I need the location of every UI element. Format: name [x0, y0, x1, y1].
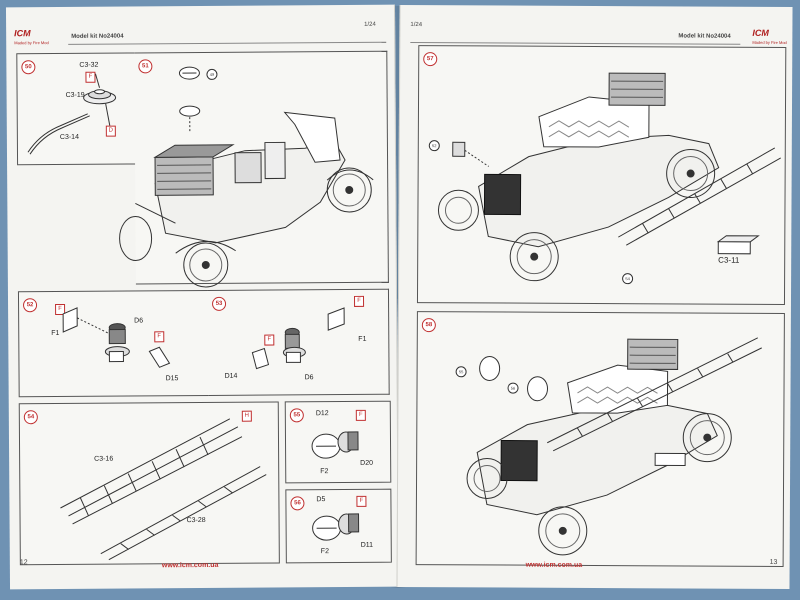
- step-52-drawing: [19, 291, 210, 396]
- brand-tagline: Maded by Fire Mod: [14, 40, 49, 46]
- step-58-panel: 58 55 56: [415, 311, 785, 567]
- footer-url: www.icm.com.ua: [161, 561, 219, 570]
- header-rule: [68, 41, 387, 45]
- footer-url: www.icm.com.ua: [525, 561, 583, 569]
- ladder-drawing: [20, 402, 279, 564]
- step-56-panel: 56 D5 F F2 D11: [285, 488, 392, 564]
- step-51-panel: 51 49: [134, 50, 389, 285]
- step-53-drawing: [208, 290, 389, 395]
- step-57-panel: 57 52 54 C3-11: [416, 45, 787, 305]
- car-final-drawing: [417, 312, 784, 566]
- page-number: 13: [769, 558, 778, 566]
- brand-tagline: Maded by Fire Mod: [752, 39, 787, 46]
- step-55-drawing: [286, 402, 391, 483]
- brand-logo: ICM: [752, 27, 769, 38]
- step-53-panel: 53 F F1 F D14 D6: [207, 288, 390, 396]
- model-kit-label: Model kit No24004: [678, 33, 731, 40]
- step-55-panel: 55 D12 F F2 D20: [284, 400, 392, 484]
- step-50-drawing: [17, 53, 136, 164]
- step-52-panel: 52 F F1 D6 F D15: [17, 289, 211, 398]
- right-page: 1/24 Model kit No24004 ICM Maded by Fire…: [396, 4, 793, 590]
- left-page: ICM Maded by Fire Mod Model kit No24004 …: [5, 4, 400, 590]
- step-56-drawing: [286, 490, 391, 563]
- car-chassis-drawing: [134, 52, 388, 284]
- scale-label: 1/24: [364, 21, 376, 28]
- car-assembly-drawing: [418, 46, 785, 304]
- model-kit-label: Model kit No24004: [71, 33, 124, 40]
- page-number: 12: [19, 559, 28, 567]
- brand-logo: ICM: [14, 28, 31, 39]
- step-50-panel: 50 C3-32 F C3-19 C3-14 D: [16, 52, 138, 166]
- step-54-panel: 54 H C3-16 C3-28: [18, 401, 280, 566]
- scale-label: 1/24: [410, 22, 423, 29]
